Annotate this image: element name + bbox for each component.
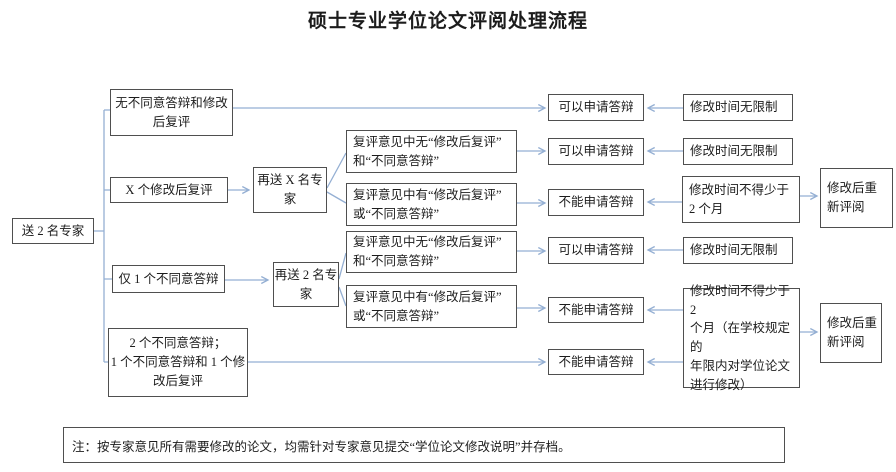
node-revision-unlimited-1: 修改时间无限制 [683,94,793,121]
node-resend-2-experts: 再送 2 名专 家 [273,262,339,307]
node-revision-unlimited-2: 修改时间无限制 [683,138,793,165]
node-x-revise-recheck: X 个修改后复评 [110,177,228,203]
note-box: 注：按专家意见所有需要修改的论文，均需针对专家意见提交“学位论文修改说明”并存档… [63,427,785,463]
node-send-2-experts: 送 2 名专家 [12,218,94,244]
node-cannot-apply-defense-3: 不能申请答辩 [548,349,644,375]
node-no-disagree-no-revise: 无不同意答辩和修改 后复评 [110,89,233,136]
node-only-one-disagree: 仅 1 个不同意答辩 [112,265,225,293]
node-can-apply-defense-1: 可以申请答辩 [548,94,644,121]
node-cannot-apply-defense-2: 不能申请答辩 [548,297,644,323]
node-recheck-with-2: 复评意见中有“修改后复评” 或“不同意答辩” [346,285,517,328]
node-two-disagree-or-mixed: 2 个不同意答辩； 1 个不同意答辩和 1 个修 改后复评 [108,328,248,397]
node-revision-min-2-months-detail: 修改时间不得少于 2 个月（在学校规定的 年限内对学位论文 进行修改） [683,284,800,392]
node-recheck-without-2: 复评意见中无“修改后复评” 和“不同意答辩” [346,231,517,273]
connector-m1-branches [326,152,347,204]
node-revision-min-2-months: 修改时间不得少于 2 个月 [682,176,800,223]
node-recheck-with-1: 复评意见中有“修改后复评” 或“不同意答辩” [346,183,517,226]
node-rereview-after-revision-1: 修改后重 新评阅 [820,168,893,228]
connector-trunk [94,109,112,363]
node-can-apply-defense-3: 可以申请答辩 [548,237,644,264]
node-revision-unlimited-3: 修改时间无限制 [683,237,793,264]
node-cannot-apply-defense-1: 不能申请答辩 [548,189,644,216]
diagram-title: 硕士专业学位论文评阅处理流程 [307,11,588,32]
node-can-apply-defense-2: 可以申请答辩 [548,138,644,165]
node-recheck-without-1: 复评意见中无“修改后复评” 和“不同意答辩” [346,130,517,173]
connector-m2-branches [338,252,347,307]
node-resend-x-experts: 再送 X 名专 家 [253,167,327,213]
node-rereview-after-revision-2: 修改后重 新评阅 [820,303,882,363]
